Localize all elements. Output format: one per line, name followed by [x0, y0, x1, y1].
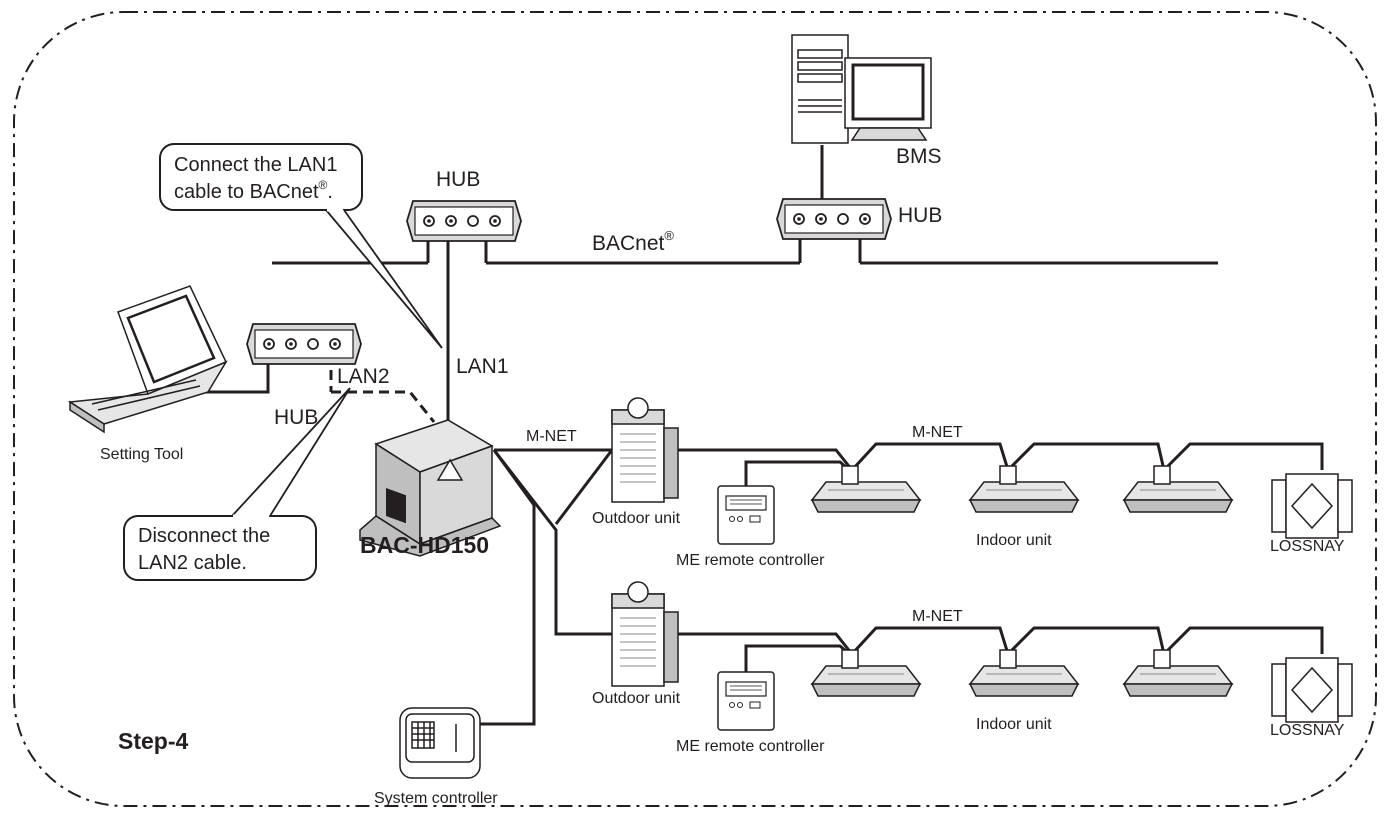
callout-lan1	[159, 143, 443, 349]
lossnay-label: LOSSNAY	[1270, 722, 1345, 739]
hub-local	[246, 323, 362, 365]
indoor-unit-icon	[811, 649, 921, 697]
mnet-main-label: M-NET	[526, 428, 577, 445]
mnet-row1-wiring	[664, 442, 1324, 486]
mnet-row1-label: M-NET	[912, 424, 963, 441]
lan2-cable-dashed-run	[331, 390, 436, 423]
bacnet-backbone	[272, 218, 1218, 265]
mnet-row2-wiring	[664, 626, 1324, 672]
diagram-border	[13, 11, 1377, 807]
indoor-unit-icon	[1123, 649, 1233, 697]
laptop-icon	[67, 285, 228, 434]
mnet-row2-label: M-NET	[912, 608, 963, 625]
device-model-label: BAC-HD150	[360, 532, 489, 558]
indoor-unit-label: Indoor unit	[976, 532, 1052, 549]
indoor-unit-label: Indoor unit	[976, 716, 1052, 733]
indoor-unit-icon	[969, 465, 1079, 513]
indoor-unit-icon	[1123, 465, 1233, 513]
bac-hd150-icon	[359, 419, 502, 557]
lan2-label: LAN2	[337, 365, 390, 388]
system-controller-icon	[399, 707, 481, 779]
lan1-label: LAN1	[456, 355, 509, 378]
hub-right-label: HUB	[898, 204, 942, 227]
indoor-unit-icon	[969, 649, 1079, 697]
lossnay-icon	[1271, 657, 1353, 723]
callout-lan1-line2: cable to BACnet®.	[174, 178, 333, 203]
outdoor-unit-label: Outdoor unit	[592, 690, 681, 707]
lossnay-icon	[1271, 473, 1353, 539]
system-controller-label: System controller	[374, 790, 498, 807]
outdoor-unit-icon	[611, 397, 679, 503]
hub-local-label: HUB	[274, 406, 318, 429]
step-label: Step-4	[118, 728, 189, 754]
me-remote-controller-icon	[717, 671, 775, 731]
callout-lan2-line2: LAN2 cable.	[138, 552, 247, 574]
callout-lan2-line1: Disconnect the	[138, 525, 270, 547]
hub-left-label: HUB	[436, 168, 480, 191]
indoor-unit-icon	[811, 465, 921, 513]
me-remote-controller-icon	[717, 485, 775, 545]
callout-lan2	[123, 387, 351, 581]
callout-lan1-line1: Connect the LAN1	[174, 154, 337, 176]
setting-tool-label: Setting Tool	[100, 446, 183, 463]
hub-left	[406, 200, 522, 242]
me-remote-controller-label: ME remote controller	[676, 552, 825, 569]
setting-tool-cable	[205, 354, 270, 394]
bacnet-label: BACnet®	[592, 228, 674, 255]
bms-computer-icon	[791, 34, 932, 144]
bms-label: BMS	[896, 145, 942, 168]
hub-right	[776, 198, 892, 240]
me-remote-controller-label: ME remote controller	[676, 738, 825, 755]
mnet-main-wiring	[480, 448, 614, 726]
lossnay-label: LOSSNAY	[1270, 538, 1345, 555]
outdoor-unit-icon	[611, 581, 679, 687]
outdoor-unit-label: Outdoor unit	[592, 510, 681, 527]
